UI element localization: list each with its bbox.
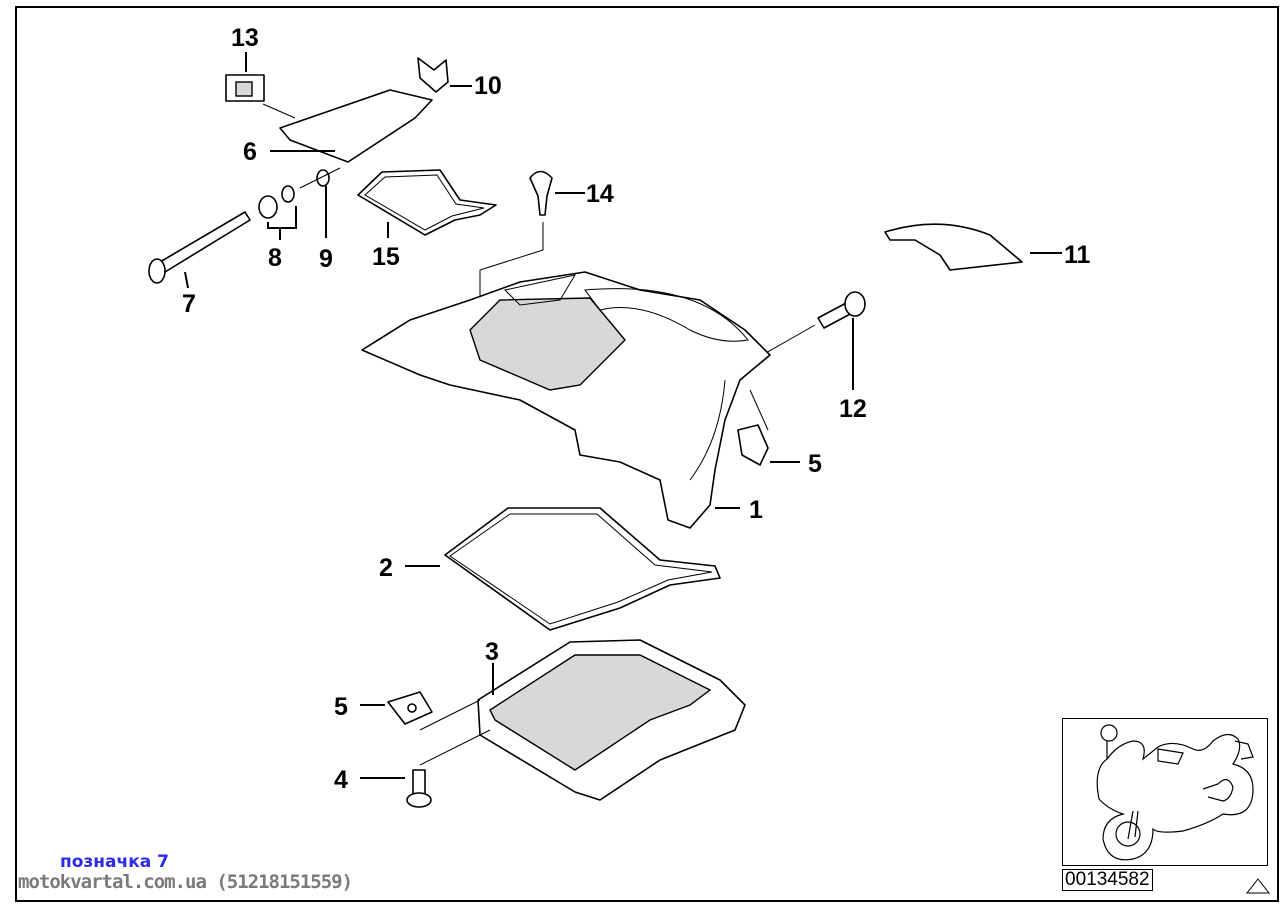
motorcycle-thumbnail: [1062, 718, 1268, 866]
part-9-ring: [299, 167, 341, 238]
part-11-cover: [884, 223, 1062, 271]
site-watermark: motokvartal.com.ua (51218151559): [18, 871, 353, 893]
part-2-gasket: [405, 507, 721, 631]
callout-4: 4: [334, 766, 348, 794]
part-5-clip-lower: [360, 691, 481, 731]
callout-5-upper: 5: [808, 450, 822, 478]
callout-15: 15: [372, 243, 400, 271]
diagram-part-number: 00134582: [1062, 869, 1153, 891]
callout-13: 13: [231, 24, 259, 52]
part-15-gasket: [357, 169, 497, 238]
part-1-housing: [361, 271, 771, 529]
motorcycle-icon: [1096, 724, 1254, 861]
callout-2: 2: [379, 554, 393, 582]
note-label: позначка 7: [60, 852, 169, 872]
callout-6: 6: [243, 138, 257, 166]
part-3-tray: [477, 639, 746, 801]
callout-11: 11: [1064, 241, 1091, 269]
part-6-cover: [262, 89, 433, 163]
triangle-icon: [1245, 878, 1271, 894]
part-12-screw: [749, 291, 866, 390]
part-14-knob: [479, 170, 585, 296]
callout-14: 14: [586, 180, 614, 208]
callout-7: 7: [182, 290, 196, 318]
callout-3: 3: [485, 638, 499, 666]
part-4-screw: [360, 729, 491, 808]
callout-12: 12: [839, 395, 867, 423]
part-13-clip: [225, 52, 265, 102]
part-7-bolt: [148, 211, 251, 289]
callout-5-lower: 5: [334, 693, 348, 721]
part-10-bracket: [417, 57, 472, 93]
callout-8: 8: [268, 244, 282, 272]
part-5-clip-upper: [737, 389, 800, 466]
callout-10: 10: [474, 72, 502, 100]
diagram-frame: [15, 6, 1279, 902]
callout-1: 1: [749, 496, 763, 524]
part-8-bushing: [258, 185, 297, 240]
callout-9: 9: [319, 245, 333, 273]
